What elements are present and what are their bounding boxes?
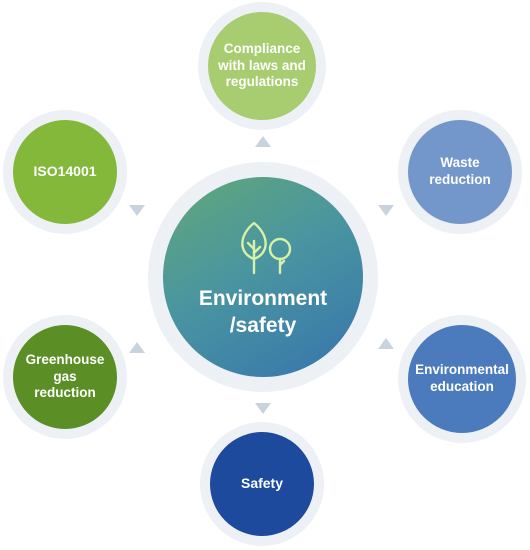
arrow-down-icon [255, 403, 271, 414]
arrow-up-icon [255, 136, 271, 147]
compliance-node: Compliance with laws and regulations [208, 12, 316, 120]
greenhouse-gas-node: Greenhouse gas reduction [13, 325, 117, 429]
center-node: Environment /safety [163, 177, 363, 377]
arrow-up-icon [129, 342, 145, 353]
center-title: Environment /safety [198, 286, 328, 337]
arrow-down-icon [129, 205, 145, 216]
arrow-down-icon [378, 205, 394, 216]
environmental-education-label: Environmental education [415, 362, 509, 394]
trees-icon [241, 221, 292, 274]
safety-node: Safety [210, 432, 314, 536]
greenhouse-gas-label: Greenhouse gas reduction [25, 351, 105, 401]
iso14001-node: ISO14001 [13, 120, 117, 224]
waste-reduction-label: Waste reduction [429, 155, 491, 187]
environmental-education-node: Environmental education [408, 325, 516, 433]
waste-reduction-node: Waste reduction [408, 120, 512, 224]
compliance-label: Compliance with laws and regulations [218, 40, 306, 90]
iso14001-label: ISO14001 [33, 163, 97, 180]
safety-label: Safety [240, 475, 284, 492]
arrow-up-icon [378, 338, 394, 349]
